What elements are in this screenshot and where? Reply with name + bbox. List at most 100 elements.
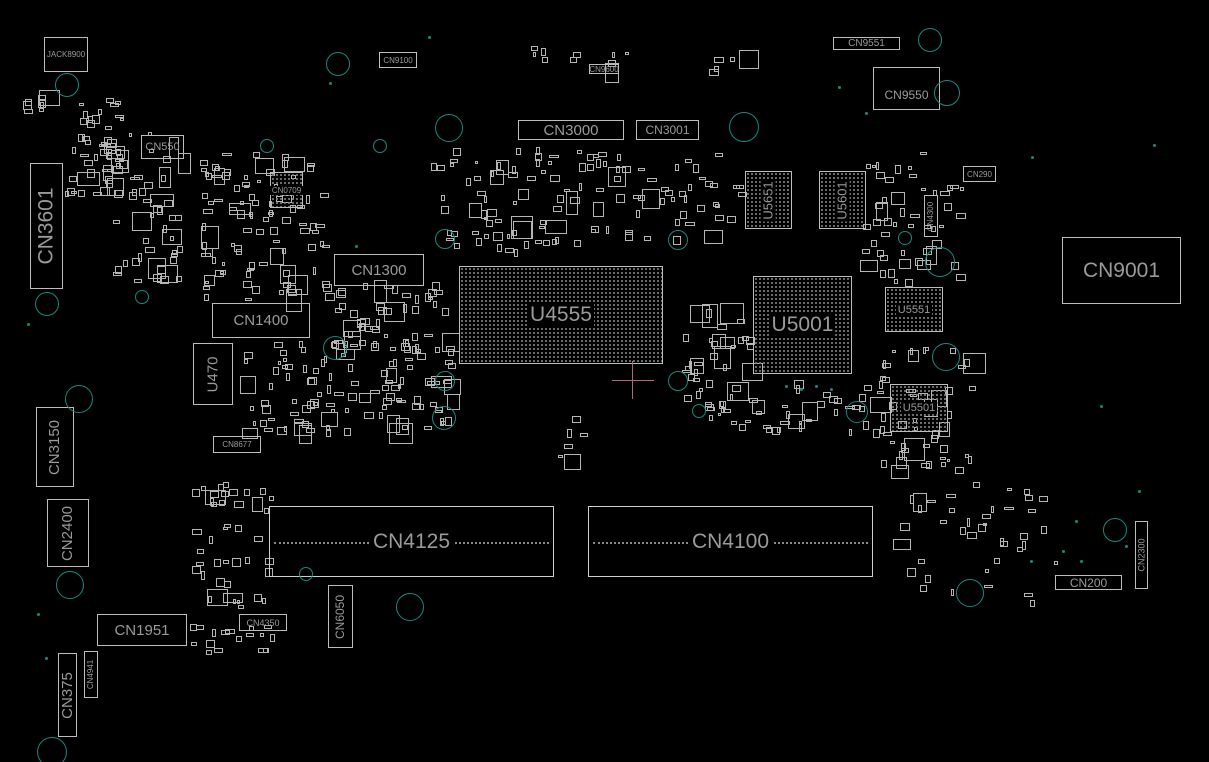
- smd-part: [433, 301, 437, 308]
- component-cn4125[interactable]: CN4125: [269, 506, 554, 577]
- smd-part: [249, 262, 255, 270]
- smd-part: [881, 232, 890, 237]
- component-cn2300[interactable]: CN2300: [1135, 521, 1148, 589]
- via: [865, 112, 868, 115]
- smd-part: [321, 359, 325, 367]
- smd-part: [211, 502, 217, 507]
- smd-part: [113, 166, 123, 174]
- component-label: U470: [204, 356, 222, 392]
- smd-part: [383, 398, 392, 405]
- smd-part: [542, 57, 548, 63]
- component-cn3601[interactable]: CN3601: [30, 163, 63, 289]
- component-u5601[interactable]: U5601: [819, 171, 866, 229]
- smd-part: [721, 407, 725, 413]
- smd-part: [378, 307, 387, 315]
- component-cn550[interactable]: CN550: [141, 135, 184, 159]
- component-u5001[interactable]: U5001: [753, 276, 852, 374]
- component-cn9551[interactable]: CN9551: [833, 37, 900, 50]
- smd-part: [302, 405, 311, 413]
- smd-part: [283, 282, 291, 288]
- component-u5651[interactable]: U5651: [745, 171, 792, 229]
- component-cn1400[interactable]: CN1400: [212, 303, 310, 338]
- smd-part: [614, 176, 621, 182]
- smd-part: [161, 175, 166, 182]
- smd-part: [920, 152, 927, 155]
- component-u5501[interactable]: U5501: [890, 384, 948, 432]
- component-u4555[interactable]: U4555: [459, 266, 663, 364]
- smd-part: [880, 376, 886, 381]
- smd-part: [679, 191, 686, 197]
- component-cn9001[interactable]: CN9001: [1062, 237, 1181, 304]
- component-u5551[interactable]: U5551: [885, 287, 943, 332]
- mounting-hole: [260, 139, 274, 153]
- component-cn1300[interactable]: CN1300: [334, 254, 424, 286]
- smd-part: [113, 272, 122, 276]
- component-cn6050[interactable]: CN6050: [328, 585, 353, 648]
- via: [27, 323, 30, 326]
- smd-part: [273, 240, 280, 243]
- smd-part: [331, 409, 335, 413]
- smd-part: [261, 400, 269, 407]
- smd-part: [497, 162, 501, 170]
- component-cn1951[interactable]: CN1951: [97, 614, 187, 646]
- component-cn3150[interactable]: CN3150: [36, 407, 74, 487]
- mounting-hole: [435, 371, 455, 391]
- smd-part: [694, 362, 703, 366]
- smd-part: [192, 566, 201, 574]
- smd-part: [223, 560, 229, 564]
- smd-part: [216, 578, 225, 587]
- component-cn3001[interactable]: CN3001: [636, 120, 699, 140]
- smd-part: [210, 491, 219, 498]
- component-cn200[interactable]: CN200: [1055, 575, 1122, 590]
- smd-part: [191, 642, 197, 646]
- smd-part: [984, 585, 993, 588]
- smd-part: [714, 57, 724, 63]
- component-cn0709[interactable]: CN0709: [269, 172, 304, 208]
- smd-part: [508, 172, 518, 178]
- smd-part: [242, 182, 250, 187]
- smd-part: [531, 46, 538, 51]
- smd-part: [203, 286, 210, 290]
- smd-part: [466, 178, 471, 186]
- component-label: CN2300: [1136, 538, 1147, 572]
- smd-part: [913, 493, 927, 512]
- component-cn9550[interactable]: CN9550: [873, 67, 940, 110]
- smd-part: [536, 147, 540, 155]
- smd-part: [360, 318, 370, 325]
- component-cn4941[interactable]: CN4941: [84, 651, 98, 698]
- component-cn8677[interactable]: CN8677: [213, 436, 261, 453]
- component-cn4350[interactable]: CN4350: [239, 614, 287, 631]
- smd-part: [370, 326, 379, 330]
- component-jack8900[interactable]: JACK8900: [44, 37, 88, 72]
- component-cn9100[interactable]: CN9100: [379, 52, 417, 68]
- component-label: CN9100: [383, 55, 413, 65]
- component-cn4300[interactable]: CN4300: [924, 195, 938, 237]
- component-label: CN4350: [246, 617, 280, 628]
- smd-part: [212, 164, 219, 171]
- smd-part: [264, 428, 273, 432]
- component-cn290[interactable]: CN290: [963, 166, 996, 182]
- smd-part: [763, 425, 771, 429]
- smd-part: [591, 226, 599, 233]
- smd-part: [472, 231, 479, 235]
- smd-part: [389, 361, 394, 367]
- smd-part: [491, 171, 494, 177]
- smd-part: [202, 242, 207, 250]
- smd-part: [513, 201, 517, 205]
- smd-part: [570, 57, 577, 63]
- mounting-hole: [35, 292, 59, 316]
- component-cn3000[interactable]: CN3000: [518, 120, 624, 140]
- component-cn375[interactable]: CN375: [58, 653, 77, 737]
- smd-part: [982, 514, 991, 519]
- smd-part: [386, 393, 395, 401]
- component-cn9600[interactable]: CN9600: [589, 64, 619, 74]
- smd-part: [315, 224, 325, 228]
- smd-part: [900, 208, 905, 217]
- component-cn2400[interactable]: CN2400: [47, 499, 89, 567]
- component-cn4100[interactable]: CN4100: [588, 506, 873, 577]
- component-u470[interactable]: U470: [193, 343, 233, 405]
- smd-part: [441, 206, 449, 214]
- smd-part: [905, 279, 913, 287]
- smd-part: [884, 218, 892, 226]
